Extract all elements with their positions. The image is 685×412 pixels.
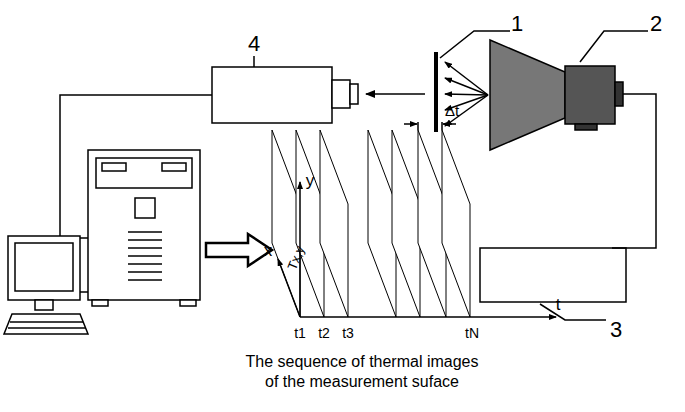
axis-label: t: [556, 296, 561, 313]
flash-lamp-body: [565, 66, 615, 124]
camera-lens: [332, 80, 350, 108]
delta-t-arrow: [443, 123, 456, 125]
wire: [612, 94, 656, 248]
keyboard-keys: [10, 321, 83, 323]
monitor-screen: [15, 243, 73, 291]
delta-t-tick: [417, 122, 419, 130]
tower-foot: [92, 300, 108, 306]
callout-number: 3: [610, 319, 622, 341]
time-label: t1: [294, 326, 306, 340]
axis-label: x: [264, 242, 273, 259]
hollow-arrow: [206, 234, 272, 266]
time-label: t3: [342, 326, 354, 340]
camera-lens: [350, 84, 358, 104]
callout-number: 2: [650, 13, 662, 35]
radiation-arrow: [366, 93, 425, 95]
heat-flux-arrow: [445, 78, 488, 95]
flash-lamp-horn: [490, 40, 565, 150]
tower-foot: [180, 300, 196, 306]
figure-caption: The sequence of thermal images of the me…: [237, 352, 487, 392]
computer-tower: [88, 150, 200, 300]
time-label: tN: [465, 326, 479, 340]
heat-flux-arrow: [445, 62, 488, 95]
callout-number: 1: [511, 13, 523, 35]
image-frames: [272, 130, 470, 317]
heat-flux-arrow: [445, 94, 488, 95]
monitor: [8, 236, 80, 300]
power-supply: [480, 248, 626, 302]
monitor-stand: [35, 300, 53, 310]
delta-t-arrow: [404, 123, 417, 125]
interval-label: Δt: [445, 103, 459, 118]
callout-number: 4: [248, 33, 260, 55]
lamp-foot: [575, 124, 597, 130]
keyboard-keys: [8, 327, 86, 329]
heat-flux-arrow: [445, 95, 488, 126]
time-label: t2: [318, 326, 330, 340]
leader-line: [580, 31, 648, 62]
thermal-camera: [212, 67, 332, 123]
lamp-connector: [615, 82, 623, 106]
leader-line: [253, 56, 255, 67]
t-axis: [300, 316, 556, 318]
keyboard: [4, 314, 88, 334]
wire: [80, 291, 88, 293]
vent-slots: [128, 232, 162, 280]
delta-t-tick: [441, 122, 443, 130]
drive-slot: [162, 163, 186, 171]
axis-label: y: [306, 172, 315, 189]
drive-slot: [102, 163, 126, 171]
drive-bay: [96, 158, 192, 188]
sample-plate: [434, 52, 438, 132]
front-panel: [135, 198, 155, 218]
